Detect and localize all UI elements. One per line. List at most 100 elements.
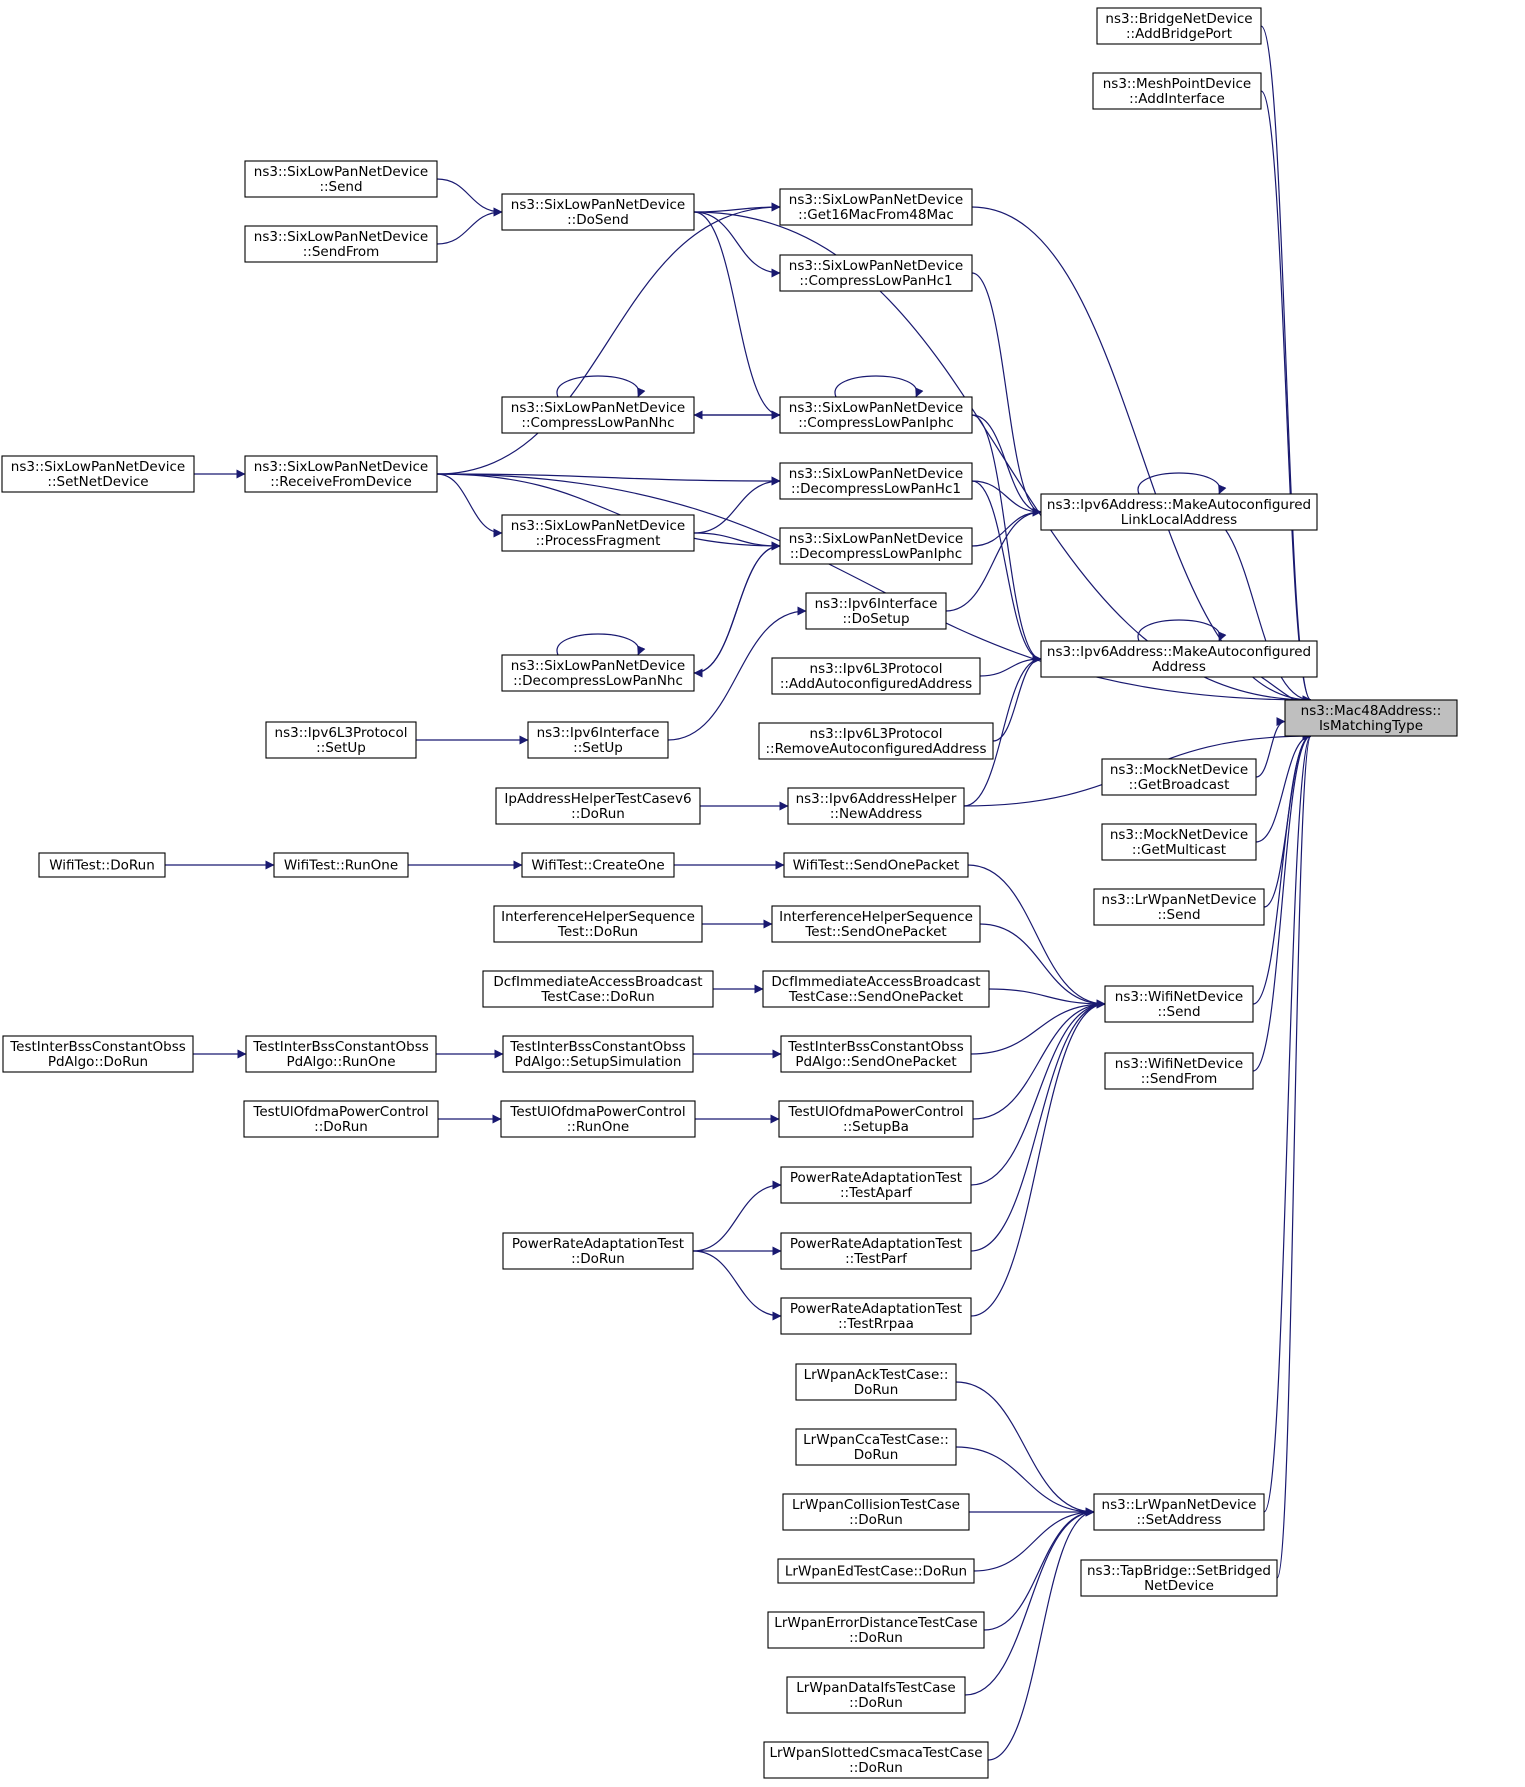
edge-slpRecv-to-slpDecHc1 [436,473,781,486]
node-label: PowerRateAdaptationTest [512,1236,684,1252]
node-label: ::ReceiveFromDevice [270,474,412,490]
node-lrwpanSend[interactable]: ns3::LrWpanNetDevice::Send [1093,888,1265,926]
node-slpSendFrom[interactable]: ns3::SixLowPanNetDevice::SendFrom [244,225,438,263]
node-box [805,592,947,630]
edge-slpCompIphc-to-ipv6LinkLocal [971,414,1042,517]
edge-ipv6IfDoSetup-to-ipv6LinkLocal [945,507,1042,612]
node-prParf[interactable]: PowerRateAdaptationTest::TestParf [780,1232,972,1270]
node-label: TestCase::DoRun [540,989,654,1005]
node-slpDoSend[interactable]: ns3::SixLowPanNetDevice::DoSend [501,193,695,231]
node-lrAck[interactable]: LrWpanAckTestCase::DoRun [795,1363,957,1401]
node-box [244,225,438,263]
node-lrCollision[interactable]: LrWpanCollisionTestCase::DoRun [782,1493,970,1531]
node-label: PdAlgo::RunOne [287,1054,396,1070]
edge-wifiSendFrom-to-target [1252,731,1312,1072]
node-tupSetupBa[interactable]: TestUlOfdmaPowerControl::SetupBa [778,1100,974,1138]
node-tupRunOne[interactable]: TestUlOfdmaPowerControl::RunOne [500,1100,696,1138]
node-prAparf[interactable]: PowerRateAdaptationTest::TestAparf [780,1166,972,1204]
node-box [1040,640,1318,678]
node-label: ::DecompressLowPanHc1 [791,481,961,497]
node-slpCompNhc[interactable]: ns3::SixLowPanNetDevice::CompressLowPanN… [501,396,695,434]
node-target[interactable]: ns3::Mac48Address::IsMatchingType [1284,699,1458,737]
node-ipv6IfSetUp[interactable]: ns3::Ipv6Interface::SetUp [527,721,669,759]
node-wifiTestCreate[interactable]: WifiTest::CreateOne [521,852,675,878]
node-label: ::SetAddress [1136,1512,1221,1528]
node-prDoRun[interactable]: PowerRateAdaptationTest::DoRun [502,1232,694,1270]
node-lrSlotted[interactable]: LrWpanSlottedCsmacaTestCase::DoRun [763,1741,989,1779]
node-lrCca[interactable]: LrWpanCcaTestCase::DoRun [795,1428,957,1466]
edge-lrDataIfs-to-lrwpanSetAddr [964,1507,1095,1696]
node-lrDataIfs[interactable]: LrWpanDataIfsTestCase::DoRun [786,1676,966,1714]
node-ipv6HelperNew[interactable]: ns3::Ipv6AddressHelper::NewAddress [787,787,965,825]
node-slpSend[interactable]: ns3::SixLowPanNetDevice::Send [244,160,438,198]
node-label: ::AddInterface [1129,91,1225,107]
node-prRrpaa[interactable]: PowerRateAdaptationTest::TestRrpaa [780,1297,972,1335]
node-label: ns3::SixLowPanNetDevice [789,466,963,482]
node-box [782,1493,970,1531]
node-ipv6L3SetUp[interactable]: ns3::Ipv6L3Protocol::SetUp [265,721,417,759]
node-slpCompIphc[interactable]: ns3::SixLowPanNetDevice::CompressLowPanI… [779,396,973,434]
node-meshAddIface[interactable]: ns3::MeshPointDevice::AddInterface [1092,72,1262,110]
node-label: LrWpanAckTestCase:: [804,1367,949,1383]
node-ipv6L3Remove[interactable]: ns3::Ipv6L3Protocol::RemoveAutoconfigure… [758,722,994,760]
node-mockBcast[interactable]: ns3::MockNetDevice::GetBroadcast [1101,758,1257,796]
node-ipv6L3Add[interactable]: ns3::Ipv6L3Protocol::AddAutoconfiguredAd… [771,657,981,695]
node-lrwpanSetAddr[interactable]: ns3::LrWpanNetDevice::SetAddress [1093,1493,1265,1531]
node-ipv6Auto[interactable]: ns3::Ipv6Address::MakeAutoconfiguredAddr… [1040,640,1318,678]
node-label: ns3::Ipv6Interface [815,596,938,612]
node-lrEd[interactable]: LrWpanEdTestCase::DoRun [777,1558,975,1584]
node-box [265,721,417,759]
edge-slpCompIphc-to-slpCompIphc [834,375,924,398]
edge-prParf-to-wifiSend [970,999,1106,1252]
node-ipTestDoRun[interactable]: IpAddressHelperTestCasev6::DoRun [495,787,701,825]
node-slpProcFrag[interactable]: ns3::SixLowPanNetDevice::ProcessFragment [501,514,695,552]
node-mockMcast[interactable]: ns3::MockNetDevice::GetMulticast [1101,823,1257,861]
node-ihsSend[interactable]: InterferenceHelperSequenceTest::SendOneP… [771,905,981,943]
node-label: WifiTest::RunOne [284,858,398,874]
node-dcfSend[interactable]: DcfImmediateAccessBroadcastTestCase::Sen… [762,970,990,1008]
node-ipv6LinkLocal[interactable]: ns3::Ipv6Address::MakeAutoconfiguredLink… [1040,493,1318,531]
node-bridgeAddPort[interactable]: ns3::BridgeNetDevice::AddBridgePort [1096,7,1262,45]
node-label: ::RunOne [567,1119,629,1135]
node-wifiSend[interactable]: ns3::WifiNetDevice::Send [1104,985,1254,1023]
node-dcfDoRun[interactable]: DcfImmediateAccessBroadcastTestCase::DoR… [482,970,714,1008]
node-slpCompHc1[interactable]: ns3::SixLowPanNetDevice::CompressLowPanH… [779,254,973,292]
node-wifiSendFrom[interactable]: ns3::WifiNetDevice::SendFrom [1104,1052,1254,1090]
node-slpDecNhc[interactable]: ns3::SixLowPanNetDevice::DecompressLowPa… [501,654,695,692]
node-label: ::DoRun [849,1630,903,1646]
node-slpDecHc1[interactable]: ns3::SixLowPanNetDevice::DecompressLowPa… [779,462,973,500]
node-wifiTestRunOne[interactable]: WifiTest::RunOne [273,852,409,878]
node-slpDecIphc[interactable]: ns3::SixLowPanNetDevice::DecompressLowPa… [779,527,973,565]
node-box [1096,7,1262,45]
node-slpSetNet[interactable]: ns3::SixLowPanNetDevice::SetNetDevice [1,455,195,493]
node-label: ::DoSetup [842,611,909,627]
edge-slpRecv-to-slpProcFrag [436,473,503,538]
node-lrErrDist[interactable]: LrWpanErrorDistanceTestCase::DoRun [767,1611,985,1649]
node-label: ns3::Mac48Address:: [1301,703,1442,719]
edge-prRrpaa-to-wifiSend [970,999,1106,1317]
node-slpRecv[interactable]: ns3::SixLowPanNetDevice::ReceiveFromDevi… [244,455,438,493]
edge-lrCca-to-lrwpanSetAddr [955,1446,1095,1517]
node-wifiTestSend[interactable]: WifiTest::SendOnePacket [783,852,969,878]
node-box [779,527,973,565]
node-label: ::SetNetDevice [47,474,148,490]
node-box [795,1363,957,1401]
node-label: ::DoSend [567,212,629,228]
node-label: ns3::Ipv6AddressHelper [796,791,957,807]
node-wifiTestDoRun[interactable]: WifiTest::DoRun [38,852,166,878]
edge-ihsSend-to-wifiSend [979,923,1106,1009]
node-box [482,970,714,1008]
node-tibSend[interactable]: TestInterBssConstantObssPdAlgo::SendOneP… [780,1035,972,1073]
node-box [1,455,195,493]
node-tupDoRun[interactable]: TestUlOfdmaPowerControl::DoRun [243,1100,439,1138]
node-slpGet16[interactable]: ns3::SixLowPanNetDevice::Get16MacFrom48M… [779,188,973,226]
node-tibSetupSim[interactable]: TestInterBssConstantObssPdAlgo::SetupSim… [502,1035,694,1073]
node-ipv6IfDoSetup[interactable]: ns3::Ipv6Interface::DoSetup [805,592,947,630]
edge-mockBcast-to-target [1255,717,1286,778]
node-label: ::CompressLowPanIphc [798,415,954,431]
